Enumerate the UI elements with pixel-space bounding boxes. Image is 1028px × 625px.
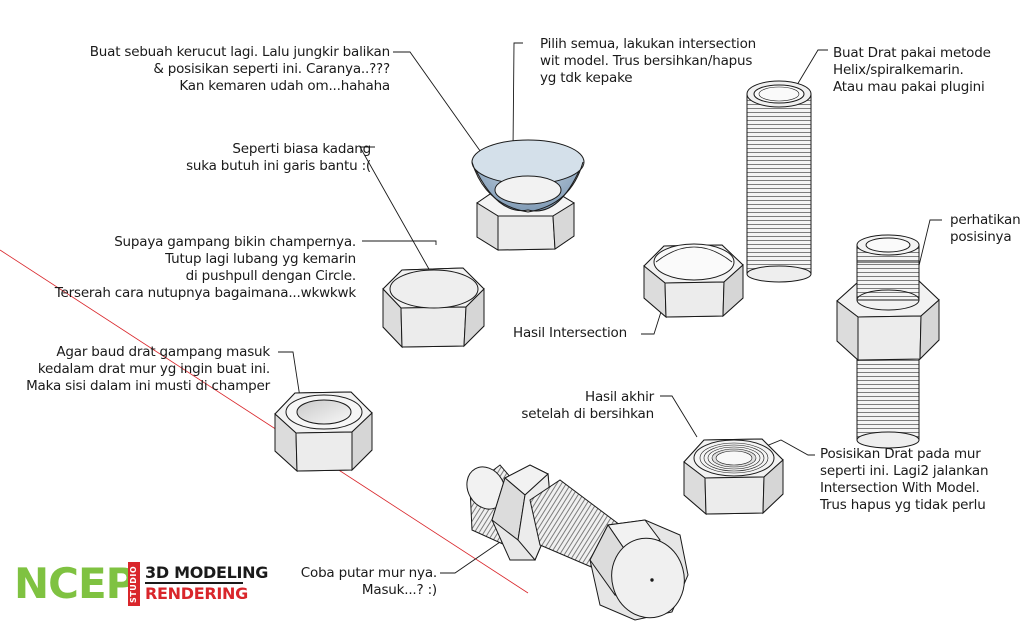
note-line: setelah di bersihkan [521,406,654,422]
note-line: Buat sebuah kerucut lagi. Lalu jungkir b… [89,44,390,60]
note-line: posisinya [950,229,1012,245]
note-line: Trus hapus yg tidak perlu [820,497,986,513]
logo-line-rendering: RENDERING [145,584,248,603]
logo-divider [145,582,243,584]
note-baud-drat: Agar baud drat gampang masuk kedalam dra… [2,344,270,395]
intersection-nut [643,243,744,319]
red-axis-line [0,249,529,594]
note-hasil-intersection: Hasil Intersection [513,325,627,342]
note-line: Supaya gampang bikin champernya. [114,234,356,250]
note-champer: Supaya gampang bikin champernya. Tutup l… [20,234,356,302]
note-line: kedalam drat mur yg ingin buat ini. [37,361,270,377]
note-garis-bantu: Seperti biasa kadang suka butuh ini gari… [100,141,371,175]
note-line: Atau mau pakai plugini [833,79,985,95]
logo-studio-text: STUDIO [129,565,138,603]
note-line: Agar baud drat gampang masuk [56,344,270,360]
thread-cylinder [746,80,812,283]
note-line: Helix/spiralkemarin. [833,62,964,78]
closed-nut [382,267,485,349]
note-line: perhatikan [950,212,1021,228]
note-line: Seperti biasa kadang [232,141,371,157]
leader-lines [278,42,942,574]
note-line: Intersection With Model. [820,480,980,496]
note-line: di pushpull dengan Circle. [185,268,357,284]
note-line: Pilih semua, lakukan intersection [540,36,757,52]
note-line: & posisikan seperti ini. Caranya..??? [153,61,390,77]
threaded-nut-assembly [836,234,940,449]
note-line: Terserah cara nutupnya bagaimana...wkwkw… [54,285,356,301]
note-line: Hasil Intersection [513,325,627,341]
note-line: Posisikan Drat pada mur [820,446,981,462]
bolt-and-nut [466,464,689,621]
note-line: Maka sisi dalam ini musti di champer [26,378,270,394]
note-posisikan: Posisikan Drat pada mur seperti ini. Lag… [820,446,989,514]
note-intersection: Pilih semua, lakukan intersection wit mo… [540,36,756,87]
note-line: wit model. Trus bersihkan/hapus [540,53,753,69]
note-line: suka butuh ini garis bantu :( [186,158,371,174]
note-line: Tutup lagi lubang yg kemarin [165,251,356,267]
logo-studio-box [128,562,140,606]
cone-on-nut [471,139,585,251]
note-drat: Buat Drat pakai metode Helix/spiralkemar… [833,45,991,96]
note-line: yg tdk kepake [540,70,633,86]
note-putar: Coba putar mur nya. Masuk...? :) [280,565,437,599]
note-hasil-akhir: Hasil akhir setelah di bersihkan [490,389,654,423]
note-line: Hasil akhir [585,389,654,405]
note-line: Masuk...? :) [361,582,437,598]
logo-brand: NCEP [14,559,136,608]
note-line: Kan kemaren udah om...hahaha [179,78,390,94]
chamfered-nut [274,391,373,473]
final-threaded-nut [683,438,784,516]
note-kerucut: Buat sebuah kerucut lagi. Lalu jungkir b… [40,44,390,95]
note-line: seperti ini. Lagi2 jalankan [820,463,989,479]
studio-logo: NCEP STUDIO 3D MODELING RENDERING [14,559,268,610]
note-line: Buat Drat pakai metode [833,45,991,61]
logo-line-modeling: 3D MODELING [145,563,269,582]
note-perhatikan: perhatikan posisinya [950,212,1021,246]
note-line: Coba putar mur nya. [300,565,437,581]
